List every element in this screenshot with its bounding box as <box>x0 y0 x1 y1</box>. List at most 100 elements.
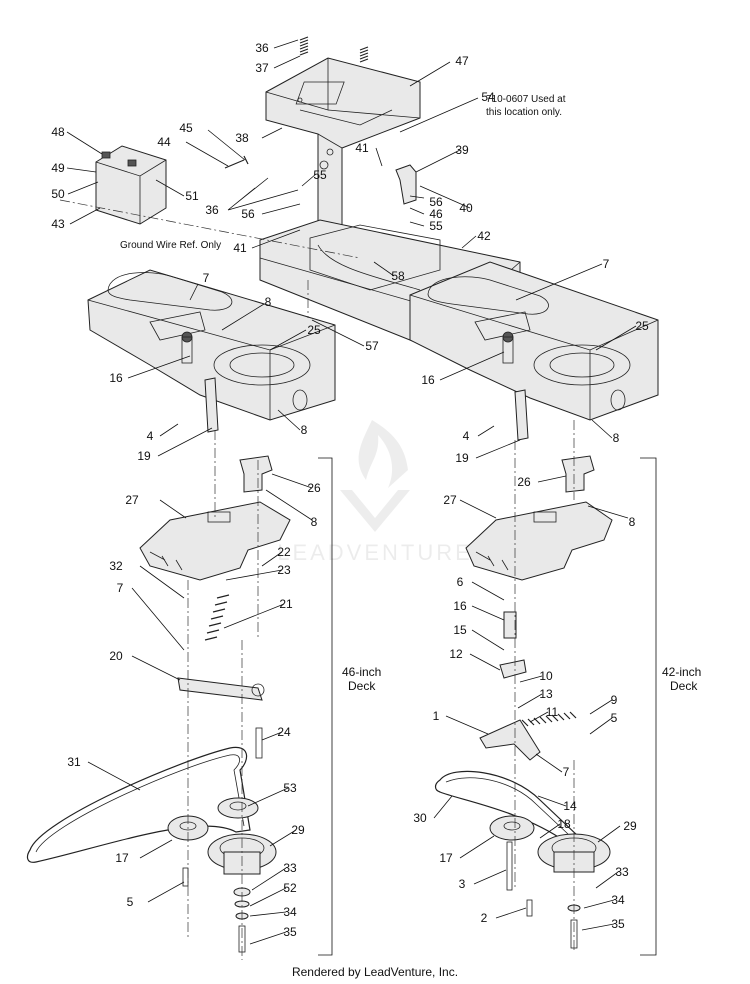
right-deck-bracket <box>640 457 657 956</box>
centerlines <box>59 199 575 960</box>
note-line-1: 710-0607 Used at <box>486 94 566 105</box>
left-deck-label: 46-inch Deck <box>342 665 385 693</box>
right-arm-12 <box>499 659 527 679</box>
rendered-by-footer: Rendered by LeadVenture, Inc. <box>292 965 458 979</box>
callout-7: 7 <box>203 271 210 285</box>
battery-bolt-44 <box>224 155 249 169</box>
callout-9: 9 <box>611 693 618 707</box>
callout-12: 12 <box>449 647 463 661</box>
callout-58: 58 <box>391 269 405 283</box>
callout-10: 10 <box>539 669 553 683</box>
watermark-text: LEADVENTURE <box>277 540 473 565</box>
leadventure-watermark: LEADVENTURE <box>277 420 473 565</box>
dash-support-bracket <box>265 57 421 251</box>
callout-54: 54 <box>481 90 495 104</box>
callout-31: 31 <box>67 755 81 769</box>
callout-4: 4 <box>147 429 154 443</box>
right-pulley-17 <box>489 815 535 841</box>
left-bolt-24 <box>255 727 263 759</box>
callout-20: 20 <box>109 649 123 663</box>
left-deck-line-2: Deck <box>348 679 376 693</box>
callout-53: 53 <box>283 781 297 795</box>
callout-46: 46 <box>429 207 443 221</box>
right-bolt-2 <box>526 899 533 917</box>
callout-49: 49 <box>51 161 65 175</box>
spring-37-right <box>359 46 369 63</box>
callout-34: 34 <box>611 893 625 907</box>
ground-wire-note: Ground Wire Ref. Only <box>120 240 221 251</box>
spring-37-left <box>299 36 309 56</box>
callout-48: 48 <box>51 125 65 139</box>
callout-40: 40 <box>459 201 473 215</box>
callout-50: 50 <box>51 187 65 201</box>
callout-55: 55 <box>313 168 327 182</box>
callout-37: 37 <box>255 61 269 75</box>
callout-51: 51 <box>185 189 199 203</box>
callout-6: 6 <box>457 575 464 589</box>
battery <box>95 145 167 225</box>
note-line-2: this location only. <box>486 107 562 118</box>
callout-26: 26 <box>517 475 531 489</box>
callout-1: 1 <box>433 709 440 723</box>
callout-55: 55 <box>429 219 443 233</box>
callout-27: 27 <box>125 493 139 507</box>
callout-17: 17 <box>115 851 129 865</box>
bracket-39 <box>395 164 417 205</box>
callout-2: 2 <box>481 911 488 925</box>
right-arm-1 <box>479 719 541 761</box>
callout-18: 18 <box>557 817 571 831</box>
callout-39: 39 <box>455 143 469 157</box>
callout-33: 33 <box>283 861 297 875</box>
callout-32: 32 <box>109 559 123 573</box>
left-bracket-26 <box>239 455 273 493</box>
callout-38: 38 <box>235 131 249 145</box>
callout-15: 15 <box>453 623 467 637</box>
callout-29: 29 <box>291 823 305 837</box>
callout-25: 25 <box>635 319 649 333</box>
left-deck-line-1: 46-inch <box>342 665 381 679</box>
right-deck-line-1: 42-inch <box>662 665 701 679</box>
left-pulley-53 <box>217 797 259 819</box>
callout-29: 29 <box>623 819 637 833</box>
callout-8: 8 <box>265 295 272 309</box>
left-spring-23 <box>204 594 230 641</box>
callout-30: 30 <box>413 811 427 825</box>
callout-41: 41 <box>233 241 247 255</box>
right-spacer-16 <box>503 611 517 639</box>
left-bolt-5 <box>182 867 189 887</box>
callout-14: 14 <box>563 799 577 813</box>
right-deck-label: 42-inch Deck <box>662 665 705 693</box>
callout-56: 56 <box>241 207 255 221</box>
callout-52: 52 <box>283 881 297 895</box>
callout-4: 4 <box>463 429 470 443</box>
left-plate-27 <box>139 501 291 581</box>
right-spring-11 <box>521 711 577 727</box>
callout-5: 5 <box>127 895 134 909</box>
callout-5: 5 <box>611 711 618 725</box>
callout-22: 22 <box>277 545 291 559</box>
right-plate-27 <box>465 501 613 581</box>
callout-42: 42 <box>477 229 491 243</box>
callout-7: 7 <box>117 581 124 595</box>
right-deck-line-2: Deck <box>670 679 698 693</box>
callout-11: 11 <box>546 705 559 719</box>
leader-lines <box>66 39 637 945</box>
callout-16: 16 <box>453 599 467 613</box>
callout-56: 56 <box>429 195 443 209</box>
callout-41: 41 <box>355 141 369 155</box>
callout-36: 36 <box>205 203 219 217</box>
callout-8: 8 <box>311 515 318 529</box>
callout-8: 8 <box>629 515 636 529</box>
callout-16: 16 <box>109 371 123 385</box>
callout-43: 43 <box>51 217 65 231</box>
callout-35: 35 <box>283 925 297 939</box>
callout-21: 21 <box>279 597 293 611</box>
callout-25: 25 <box>307 323 321 337</box>
callout-19: 19 <box>137 449 151 463</box>
callout-23: 23 <box>277 563 291 577</box>
callout-44: 44 <box>157 135 171 149</box>
frame-right-half <box>409 261 659 441</box>
